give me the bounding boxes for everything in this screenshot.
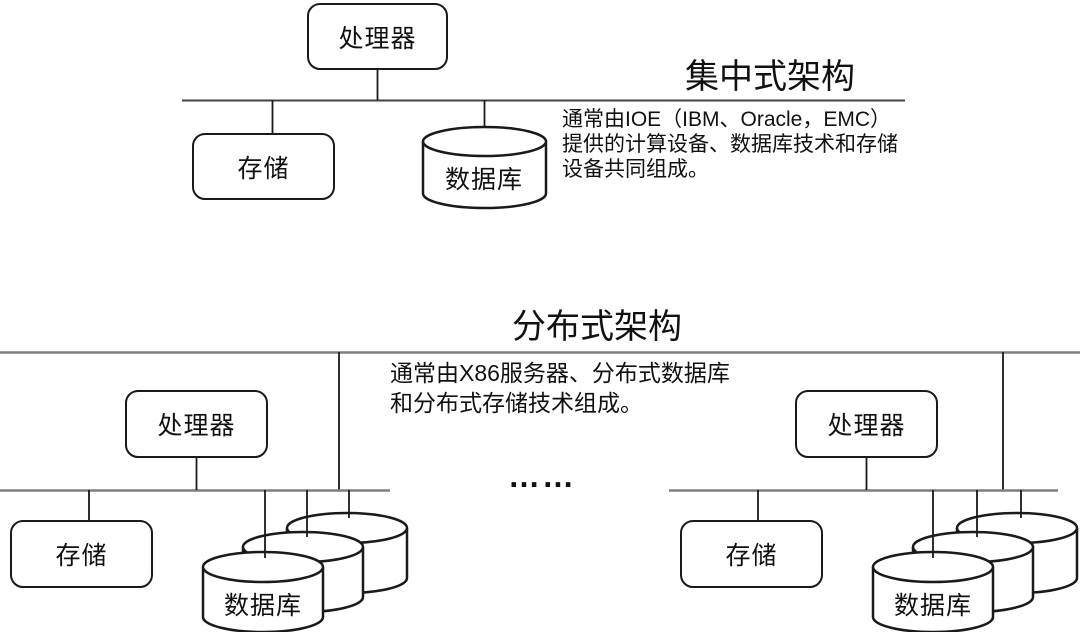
centralized-description-line-1: 通常由IOE（IBM、Oracle，EMC）: [562, 108, 892, 131]
cluster-ellipsis: ……: [508, 458, 576, 494]
centralized-database-cylinder: [421, 125, 548, 210]
left-database-label: 数据库: [223, 592, 303, 620]
centralized-storage-label: 存储: [237, 154, 290, 183]
left-storage-label: 存储: [55, 542, 108, 570]
centralized-description: 通常由IOE（IBM、Oracle，EMC） 提供的计算设备、数据库技术和存储 …: [562, 107, 898, 182]
centralized-storage-box: 存储: [192, 133, 335, 200]
left-processor-box: 处理器: [125, 390, 268, 458]
right-database-label: 数据库: [893, 592, 973, 620]
distributed-section-title: 分布式架构: [512, 308, 682, 346]
right-storage-box: 存储: [680, 520, 823, 588]
right-storage-label: 存储: [725, 542, 778, 570]
centralized-database-label: 数据库: [444, 166, 524, 194]
left-database-cylinder-front: [201, 550, 325, 632]
centralized-description-line-3: 设备共同组成。: [562, 158, 709, 181]
left-storage-box: 存储: [10, 520, 153, 588]
centralized-processor-box: 处理器: [307, 3, 448, 70]
right-processor-box: 处理器: [795, 390, 938, 458]
distributed-description: 通常由X86服务器、分布式数据库 和分布式存储技术组成。: [390, 358, 730, 418]
centralized-processor-label: 处理器: [338, 24, 417, 53]
right-database-cylinder-front: [871, 550, 995, 632]
centralized-description-line-2: 提供的计算设备、数据库技术和存储: [562, 133, 898, 156]
right-processor-label: 处理器: [827, 412, 906, 440]
centralized-section-title: 集中式架构: [685, 58, 855, 96]
distributed-description-line-1: 通常由X86服务器、分布式数据库: [390, 360, 730, 386]
distributed-description-line-2: 和分布式存储技术组成。: [390, 390, 643, 416]
left-processor-label: 处理器: [157, 412, 236, 440]
